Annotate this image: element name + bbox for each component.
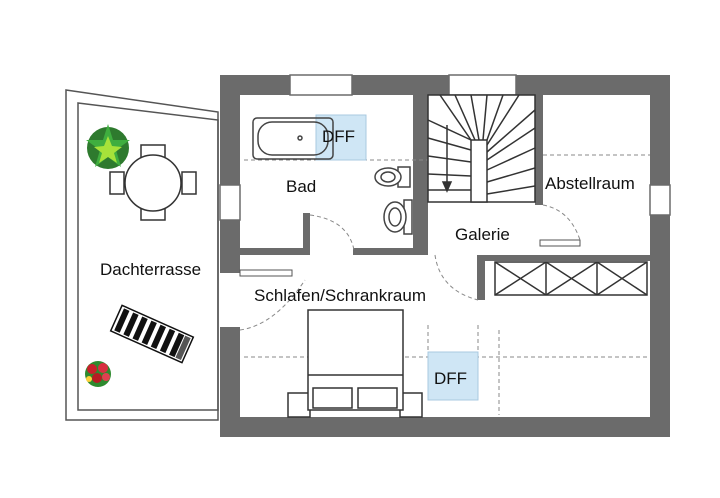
toilet bbox=[374, 166, 411, 188]
outer-walls bbox=[220, 75, 670, 437]
room-label-galerie: Galerie bbox=[455, 225, 510, 244]
staircase bbox=[427, 94, 536, 203]
room-label-abstellraum: Abstellraum bbox=[545, 174, 635, 193]
skylights bbox=[315, 114, 479, 401]
storage-cabinets bbox=[494, 261, 648, 296]
door-marks bbox=[239, 239, 581, 277]
bed bbox=[287, 309, 423, 418]
wash-basin bbox=[383, 199, 413, 235]
room-label-schlafen: Schlafen/Schrankraum bbox=[254, 286, 426, 305]
plant-green-icon bbox=[86, 124, 130, 169]
interior-walls bbox=[240, 95, 650, 300]
skylight-label-bad: DFF bbox=[322, 127, 356, 146]
room-label-bad: Bad bbox=[286, 177, 317, 196]
terrace-outline bbox=[65, 89, 219, 421]
room-label-dachterrasse: Dachterrasse bbox=[100, 260, 202, 279]
terrace-table bbox=[109, 144, 197, 221]
bathtub bbox=[252, 117, 334, 160]
skylight-label-schlafen: DFF bbox=[434, 369, 468, 388]
plant-red-icon bbox=[85, 361, 111, 387]
sun-lounger bbox=[109, 304, 195, 364]
